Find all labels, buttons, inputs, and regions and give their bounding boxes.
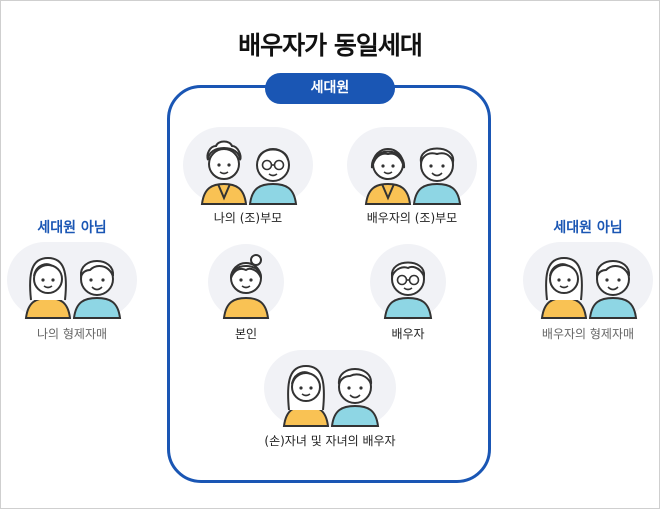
grandfather-icon — [248, 148, 298, 205]
father-in-law-icon — [412, 147, 462, 205]
spouse-siblings-label: 배우자의 형제자매 — [541, 327, 635, 341]
self-person-icon — [222, 254, 270, 319]
grandmother-icon — [200, 140, 248, 205]
left-not-member-title: 세대원 아님 — [37, 220, 107, 236]
brother-icon — [72, 260, 122, 319]
brother-in-law-icon — [588, 260, 638, 319]
children-label: (손)자녀 및 자녀의 배우자 — [264, 434, 396, 448]
sister-in-law-icon — [540, 256, 588, 319]
page-title: 배우자가 동일세대 — [238, 31, 423, 60]
son-icon — [330, 368, 380, 427]
household-badge: 세대원 — [265, 73, 395, 104]
own-parents-label: 나의 (조)부모 — [213, 211, 283, 225]
spouse-person-icon — [383, 261, 433, 319]
spouse-parents-label: 배우자의 (조)부모 — [366, 211, 458, 225]
own-siblings-label: 나의 형제자매 — [36, 327, 108, 341]
right-not-member-title: 세대원 아님 — [553, 220, 623, 236]
daughter-icon — [282, 364, 330, 427]
sister-icon — [24, 256, 72, 319]
spouse-label: 배우자 — [391, 327, 425, 341]
mother-in-law-icon — [364, 148, 412, 205]
self-label: 본인 — [234, 327, 258, 341]
